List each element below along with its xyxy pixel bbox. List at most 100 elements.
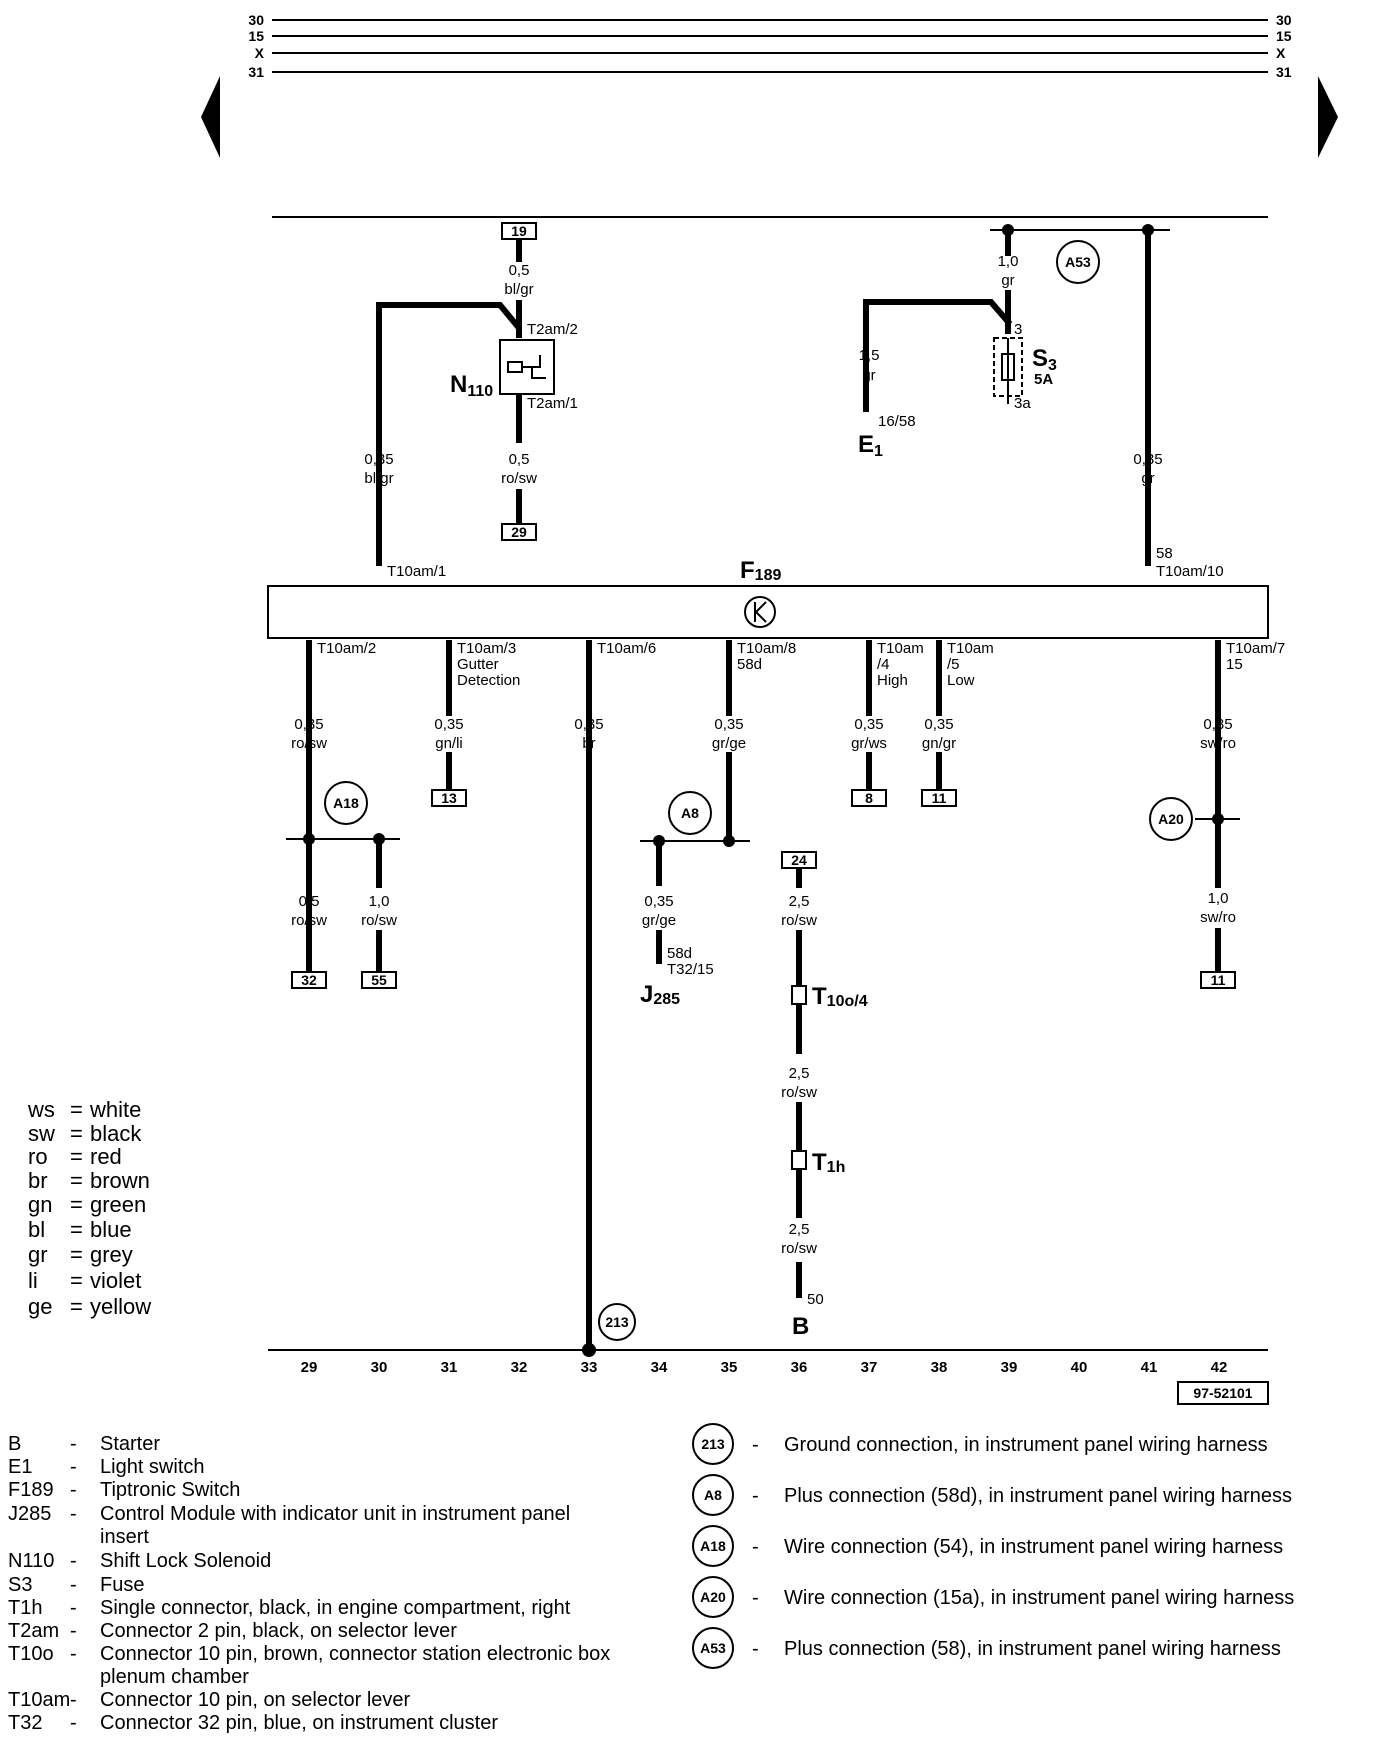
output-note2-38: Low xyxy=(947,672,975,689)
output-note2-37: High xyxy=(877,672,908,689)
svg-text:-: - xyxy=(70,1503,77,1525)
s3-rating: 5A xyxy=(1034,371,1053,388)
legend-code: gr xyxy=(28,1242,48,1267)
connector-t10o-symbol xyxy=(791,985,807,1005)
component-desc: Shift Lock Solenoid xyxy=(100,1550,271,1572)
connection-list: 213 - Ground connection, in instrument p… xyxy=(692,1423,1294,1669)
column-numbers: 29 30 31 32 33 34 35 36 37 38 39 40 41 4… xyxy=(301,1359,1228,1376)
connection-213 xyxy=(598,1303,636,1341)
output-note1-42: 15 xyxy=(1226,656,1243,673)
connector-t1h-symbol xyxy=(791,1150,807,1170)
component-code: S3 xyxy=(8,1574,32,1596)
connection-a18-label: A18 xyxy=(333,795,359,811)
connection-list-desc: Ground connection, in instrument panel w… xyxy=(784,1434,1268,1456)
column-number: 29 xyxy=(301,1359,318,1376)
f189-label: F189 xyxy=(740,557,781,584)
box-11-b xyxy=(1200,971,1236,989)
output-color-29: ro/sw xyxy=(291,735,327,752)
a20-gauge: 1,0 xyxy=(1208,890,1229,907)
box-55 xyxy=(361,971,397,989)
column-number: 42 xyxy=(1211,1359,1228,1376)
output-pin-33: T10am/6 xyxy=(597,640,656,657)
connection-a8 xyxy=(668,791,712,835)
connection-list-id: A8 xyxy=(704,1487,722,1503)
component-code: T1h xyxy=(8,1597,42,1619)
n110-out-color: ro/sw xyxy=(501,470,537,487)
wire-e1 xyxy=(863,299,1013,412)
component-desc: Starter xyxy=(100,1433,160,1455)
box-13 xyxy=(431,789,467,807)
svg-text:ge=yellow: ge=yellow xyxy=(28,1294,151,1319)
output-gauge-29: 0,35 xyxy=(294,716,323,733)
legend-code: ge xyxy=(28,1294,52,1319)
component-desc: Connector 10 pin, on selector lever xyxy=(100,1689,411,1711)
svg-text:-: - xyxy=(70,1712,77,1734)
connection-list-desc: Plus connection (58d), in instrument pan… xyxy=(784,1485,1292,1507)
connection-list-desc: Wire connection (15a), in instrument pan… xyxy=(784,1587,1294,1609)
column-number: 37 xyxy=(861,1359,878,1376)
rail-label-30-right: 30 xyxy=(1276,12,1292,28)
box-8 xyxy=(851,789,887,807)
n110-pin-bottom: T2am/1 xyxy=(527,395,578,412)
output-pin-42: T10am/7 xyxy=(1226,640,1285,657)
output-gauge-33: 0,35 xyxy=(574,716,603,733)
column-number: 39 xyxy=(1001,1359,1018,1376)
rail-label-30: 30 xyxy=(248,12,264,28)
starter-gauge2: 2,5 xyxy=(789,1065,810,1082)
next-page-arrow-icon[interactable] xyxy=(1318,76,1338,158)
output-note1-31: Gutter xyxy=(457,656,499,673)
component-desc: Light switch xyxy=(100,1456,205,1478)
connection-list-id: 213 xyxy=(701,1436,725,1452)
connection-list-desc: Wire connection (54), in instrument pane… xyxy=(784,1536,1283,1558)
svg-text:ws=white: ws=white xyxy=(27,1097,141,1122)
svg-text:-: - xyxy=(70,1456,77,1478)
connection-a8-label: A8 xyxy=(681,805,699,821)
legend-name: white xyxy=(89,1097,141,1122)
component-desc: Single connector, black, in engine compa… xyxy=(100,1597,571,1619)
component-desc-cont: plenum chamber xyxy=(100,1666,249,1688)
wire-n110-left-feed xyxy=(376,302,522,566)
output-color-33: br xyxy=(582,735,595,752)
e1-color: gr xyxy=(862,367,875,384)
previous-page-arrow-icon[interactable] xyxy=(201,76,220,158)
fuse-box-19-number: 19 xyxy=(511,223,527,239)
e1-gauge: 1,5 xyxy=(859,347,880,364)
rail-label-31: 31 xyxy=(248,64,264,80)
legend-name: black xyxy=(90,1121,142,1146)
legend-code: ro xyxy=(28,1144,48,1169)
a18-branch2-color: ro/sw xyxy=(361,912,397,929)
right-feed-terminal: 58 xyxy=(1156,545,1173,562)
connection-list-id: A53 xyxy=(700,1640,726,1656)
rail-label-x: X xyxy=(255,45,265,61)
left-feed-color: bl/gr xyxy=(364,470,393,487)
output-pin-29: T10am/2 xyxy=(317,640,376,657)
svg-text:br=brown: br=brown xyxy=(28,1168,150,1193)
box-29 xyxy=(501,523,537,541)
output-color-35: gr/ge xyxy=(712,735,746,752)
reference-code: 97-52101 xyxy=(1193,1385,1252,1401)
component-list: B - Starter E1 - Light switch F189 - Tip… xyxy=(8,1433,610,1734)
component-desc: Tiptronic Switch xyxy=(100,1479,240,1501)
column-number: 36 xyxy=(791,1359,808,1376)
output-color-31: gn/li xyxy=(435,735,463,752)
legend-code: sw xyxy=(28,1121,55,1146)
box-11-a-number: 11 xyxy=(932,790,947,806)
output-pin-37: T10am xyxy=(877,640,924,657)
column-number: 33 xyxy=(581,1359,598,1376)
legend-code: li xyxy=(28,1268,38,1293)
legend-code: bl xyxy=(28,1217,45,1242)
output-gauge-31: 0,35 xyxy=(434,716,463,733)
component-desc: Control Module with indicator unit in in… xyxy=(100,1503,570,1525)
legend-name: grey xyxy=(90,1242,133,1267)
starter-pin: 50 xyxy=(807,1291,824,1308)
s3-feed-color: gr xyxy=(1001,272,1014,289)
output-gauge-42: 0,35 xyxy=(1203,716,1232,733)
connection-a53 xyxy=(1056,240,1100,284)
component-code: T2am xyxy=(8,1620,59,1642)
starter-gauge1: 2,5 xyxy=(789,893,810,910)
a8-gauge: 0,35 xyxy=(644,893,673,910)
rail-labels-right: 30 15 X 31 xyxy=(1276,12,1292,80)
connection-list-id: A20 xyxy=(700,1589,726,1605)
svg-text:-: - xyxy=(752,1485,759,1507)
t10o-label: T10o/4 xyxy=(812,983,868,1010)
